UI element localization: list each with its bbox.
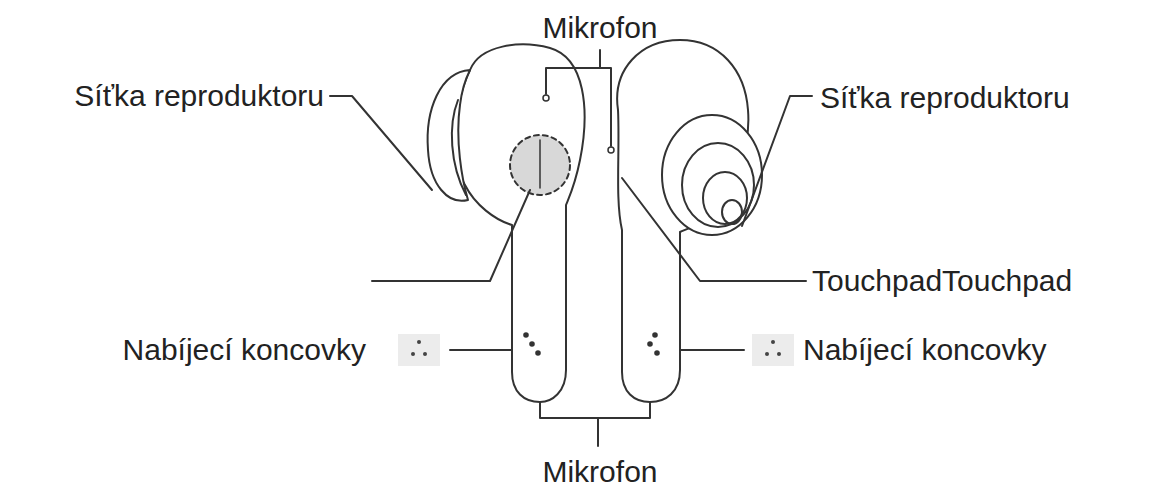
part-label: Mikrofon <box>542 10 657 46</box>
charging-icon <box>398 334 440 366</box>
part-label: Síťka reproduktoru <box>820 80 1070 116</box>
leader-lines <box>330 50 812 446</box>
right-earbud <box>608 40 762 402</box>
left-earbud <box>428 44 585 402</box>
part-label: Nabíjecí koncovky <box>803 332 1046 368</box>
part-label: Síťka reproduktoru <box>74 78 324 114</box>
part-label: TouchpadTouchpad <box>812 263 1072 299</box>
charging-icon <box>752 334 794 366</box>
part-label: Mikrofon <box>542 454 657 490</box>
part-label: Nabíjecí koncovky <box>123 332 366 368</box>
